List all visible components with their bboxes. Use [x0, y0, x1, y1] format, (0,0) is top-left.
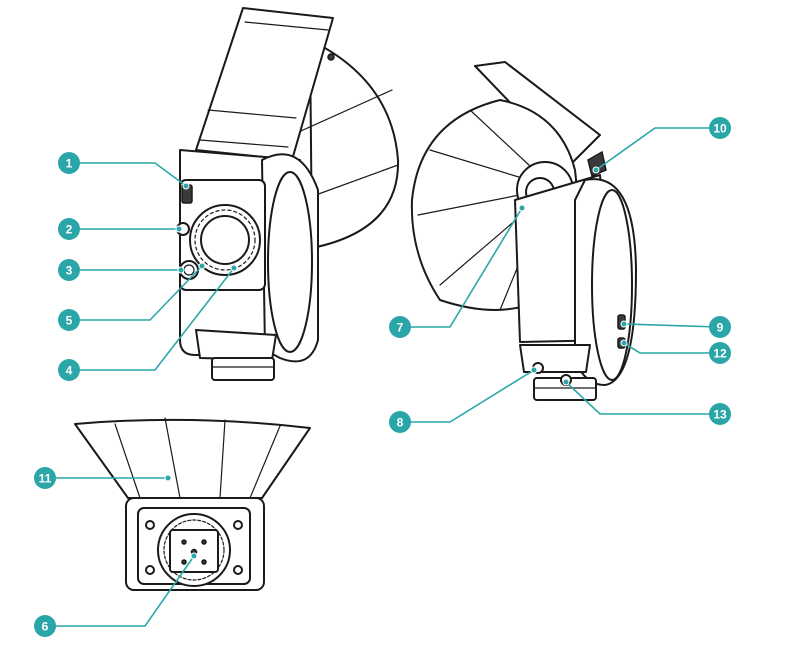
callout-badges: 1 2 3 4 5 6 7 8 [34, 117, 731, 637]
svg-text:4: 4 [66, 364, 73, 378]
svg-text:7: 7 [397, 321, 404, 335]
callout-line-6 [55, 555, 195, 627]
svg-text:5: 5 [66, 314, 73, 328]
callout-badge-12: 12 [709, 342, 731, 364]
callout-line-7 [410, 207, 523, 328]
front-hot-shoe [211, 357, 275, 381]
control-dial[interactable] [200, 215, 250, 265]
callout-line-4 [80, 267, 235, 371]
callout-badge-3: 3 [58, 259, 80, 281]
callout-line-10 [595, 127, 718, 171]
callout-badge-9: 9 [709, 316, 731, 338]
svg-text:13: 13 [713, 408, 727, 422]
svg-text:8: 8 [397, 416, 404, 430]
callout-badge-6: 6 [34, 615, 56, 637]
base-screw [145, 520, 155, 530]
svg-text:9: 9 [717, 321, 724, 335]
callout-badge-1: 1 [58, 152, 80, 174]
front-battery-panel [267, 171, 313, 353]
flash-front-view [176, 7, 400, 381]
callout-line-5 [80, 265, 203, 321]
callout-badge-13: 13 [709, 403, 731, 425]
callout-line-12 [623, 342, 718, 354]
base-screw [233, 565, 243, 575]
flash-back-view [410, 61, 637, 401]
front-reflector-dome [309, 39, 400, 249]
callout-badge-4: 4 [58, 359, 80, 381]
bottom-reflector-bowl [74, 418, 311, 499]
back-battery-panel [591, 189, 633, 381]
callout-badge-11: 11 [34, 467, 56, 489]
front-foot-block [195, 329, 277, 361]
callout-lines [55, 127, 719, 627]
reflector-screw [327, 53, 335, 61]
back-foot-block [519, 344, 591, 373]
svg-text:1: 1 [66, 157, 73, 171]
svg-text:12: 12 [713, 347, 727, 361]
callout-badge-8: 8 [389, 411, 411, 433]
callout-line-13 [565, 381, 718, 415]
svg-text:6: 6 [42, 620, 49, 634]
base-screw [145, 565, 155, 575]
callout-line-9 [623, 323, 719, 328]
svg-text:2: 2 [66, 223, 73, 237]
svg-text:10: 10 [713, 122, 727, 136]
callout-badge-5: 5 [58, 309, 80, 331]
callout-badge-2: 2 [58, 218, 80, 240]
base-screw [233, 520, 243, 530]
callout-badge-7: 7 [389, 316, 411, 338]
callout-line-1 [80, 162, 187, 187]
callout-line-8 [410, 369, 535, 423]
flash-bottom-view [74, 417, 311, 591]
svg-text:11: 11 [39, 472, 52, 486]
callout-badge-10: 10 [709, 117, 731, 139]
svg-text:3: 3 [66, 264, 73, 278]
